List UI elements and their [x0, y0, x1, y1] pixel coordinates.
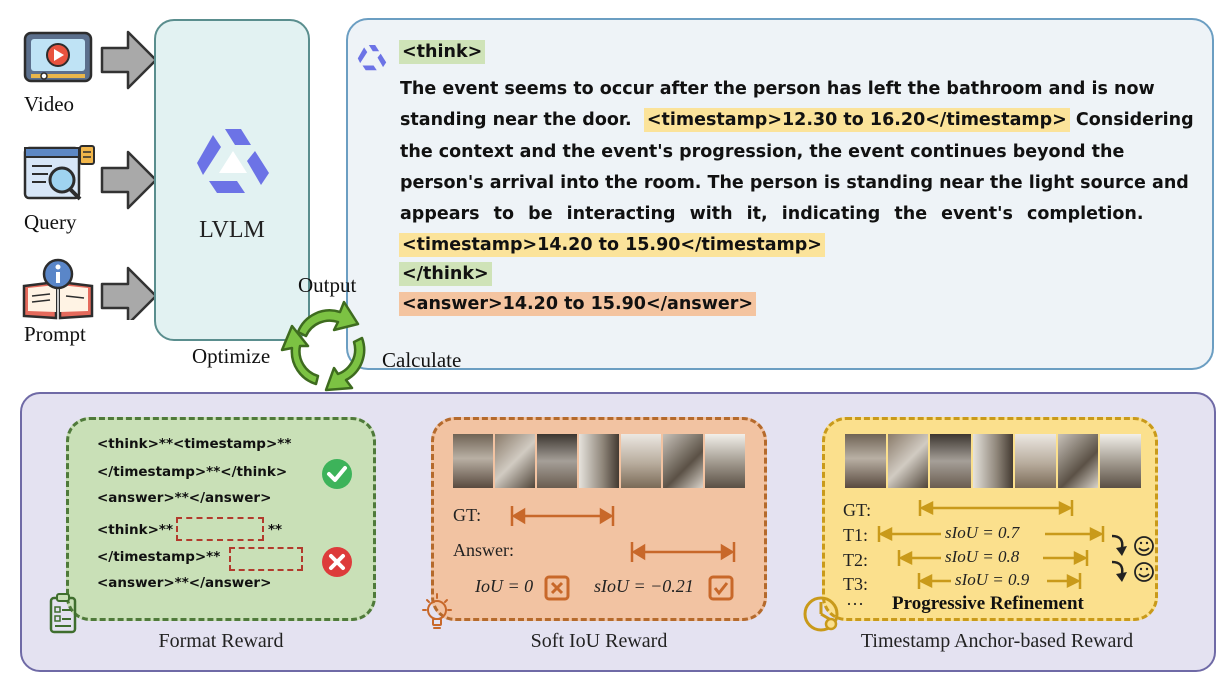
ts-t1-label: T1:	[843, 525, 868, 545]
ts-t3-label: T3:	[843, 574, 868, 594]
ts-interval-arrows	[877, 500, 1105, 589]
missing-tag-box-2	[229, 547, 303, 571]
query-arrow	[100, 150, 158, 210]
calculate-label: Calculate	[382, 348, 462, 372]
progressive-refinement-label: Progressive Refinement	[892, 593, 1084, 614]
think-open-tag: <think>	[399, 40, 486, 64]
format-bad-line-2: </timestamp>**	[97, 549, 221, 565]
output-panel	[346, 18, 1214, 370]
siou-value: sIoU = −0.21	[594, 576, 694, 596]
t3-siou-value: sIoU = 0.9	[955, 570, 1030, 589]
cross-circle-icon	[322, 547, 352, 577]
soft-interval-arrows	[510, 506, 736, 562]
output-line-4: person's arrival into the room. The pers…	[400, 173, 1189, 193]
ts-gt-label: GT:	[843, 500, 872, 520]
output-label: Output	[298, 273, 357, 297]
qwen-logo-small-icon	[357, 44, 387, 71]
soft-gt-label: GT:	[453, 505, 482, 525]
format-good-line-1: <think>**<timestamp>**	[97, 436, 292, 452]
clock-icon	[803, 596, 839, 632]
ts-t2-label: T2:	[843, 550, 868, 570]
refresh-cycle-icon	[280, 300, 366, 392]
output-line-3: the context and the event's progression,…	[400, 142, 1125, 162]
input-arrows	[100, 30, 158, 320]
clipboard-icon	[49, 593, 77, 634]
format-reward-card	[66, 417, 376, 621]
qwen-logo-icon	[197, 129, 269, 193]
check-circle-icon	[322, 459, 352, 489]
cross-box-icon	[544, 575, 570, 601]
timestamp-1-tag: <timestamp>12.30 to 16.20</timestamp>	[643, 108, 1070, 132]
timestamp-2-tag: <timestamp>14.20 to 15.90</timestamp>	[399, 233, 825, 257]
output-line-5: appears to be interacting with it, indic…	[400, 204, 1144, 224]
format-good-line-3: <answer>**</answer>	[97, 490, 272, 506]
output-line-1: The event seems to occur after the perso…	[400, 79, 1155, 99]
t2-siou-value: sIoU = 0.8	[945, 547, 1020, 566]
iou-value: IoU = 0	[475, 576, 534, 596]
video-player-icon	[23, 31, 93, 83]
search-document-icon	[23, 145, 95, 201]
output-line-2: standing near the door. <timestamp>12.30…	[400, 108, 1194, 132]
format-good-line-2: </timestamp>**</think>	[97, 464, 288, 480]
format-bad-line-3: <answer>**</answer>	[97, 575, 272, 591]
prompt-label: Prompt	[24, 322, 86, 346]
lightbulb-icon	[422, 593, 452, 629]
ts-more-label: ···	[846, 594, 864, 614]
missing-tag-box-1	[176, 517, 264, 541]
format-reward-title: Format Reward	[158, 630, 284, 652]
lvlm-label: LVLM	[199, 217, 265, 243]
info-book-icon	[22, 258, 94, 320]
video-arrow	[100, 30, 158, 90]
optimize-label: Optimize	[192, 344, 271, 368]
video-label: Video	[24, 92, 75, 116]
video-frame-strip	[453, 434, 745, 488]
improvement-arrows-icon	[1111, 534, 1154, 582]
timestamp-reward-title: Timestamp Anchor-based Reward	[860, 630, 1134, 652]
soft-iou-reward-title: Soft IoU Reward	[530, 630, 668, 652]
video-frame-strip-2	[845, 434, 1142, 488]
check-box-icon	[708, 575, 734, 601]
soft-answer-label: Answer:	[453, 540, 514, 560]
t1-siou-value: sIoU = 0.7	[945, 523, 1020, 542]
prompt-arrow	[100, 266, 158, 320]
format-bad-line-1b: **	[268, 522, 283, 538]
format-bad-line-1a: <think>**	[97, 522, 174, 538]
think-close-tag: </think>	[399, 262, 492, 286]
lvlm-box: LVLM	[154, 19, 310, 341]
answer-tag: <answer>14.20 to 15.90</answer>	[399, 292, 757, 316]
query-label: Query	[24, 210, 77, 234]
